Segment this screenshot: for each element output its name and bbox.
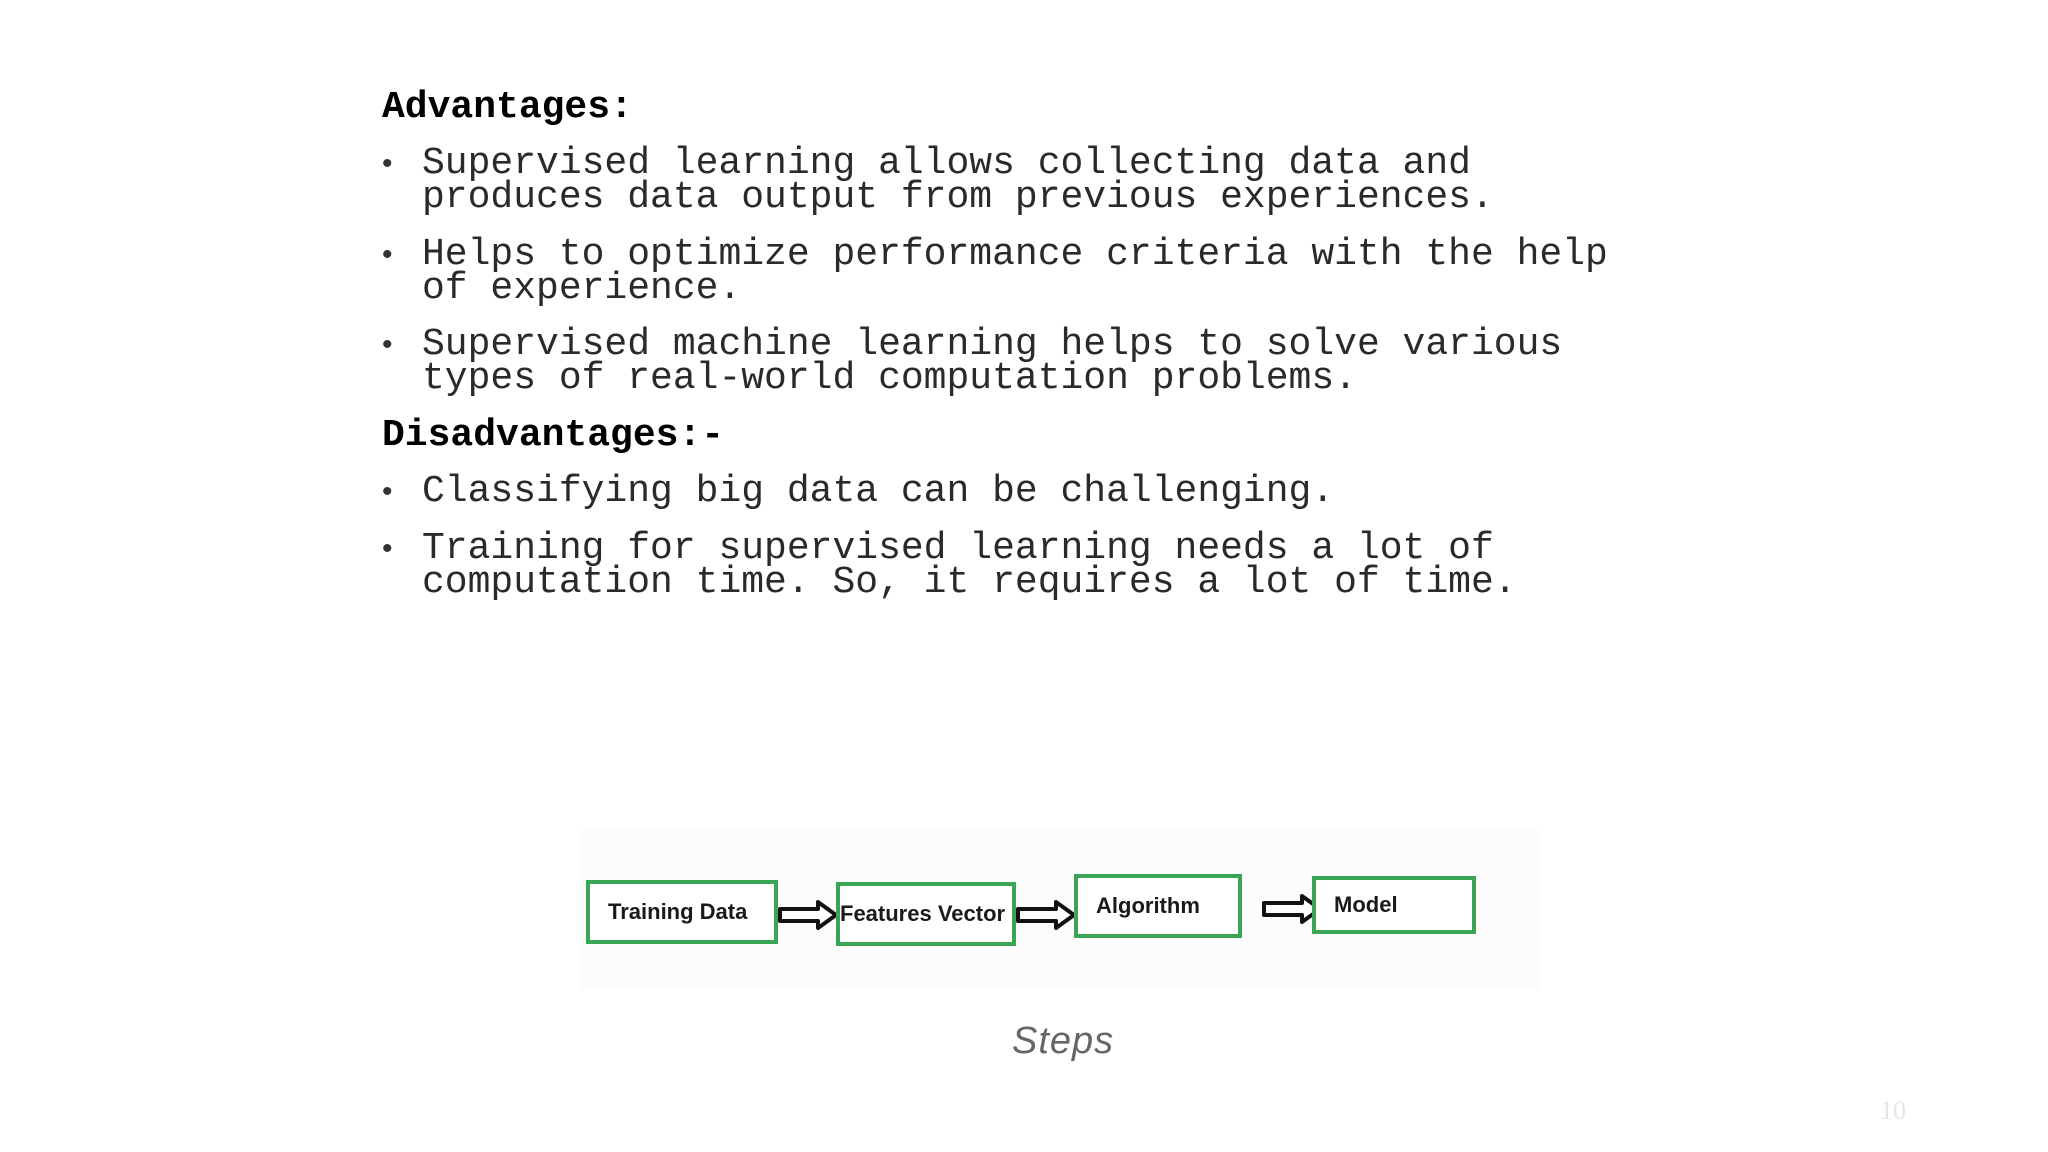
bullet-icon: • bbox=[382, 532, 393, 565]
disadvantage-item-line: Training for supervised learning needs a… bbox=[422, 527, 1494, 570]
arrow-right-icon bbox=[778, 900, 838, 930]
step-box-algorithm: Algorithm bbox=[1074, 874, 1242, 938]
bullet-icon: • bbox=[382, 147, 393, 180]
advantage-item-line: Supervised learning allows collecting da… bbox=[422, 142, 1471, 185]
steps-diagram: Training Data Features Vector Algorithm … bbox=[580, 830, 1540, 990]
advantage-item-line: types of real-world computation problems… bbox=[422, 357, 1357, 400]
bullet-icon: • bbox=[382, 475, 393, 508]
page-number: 10 bbox=[1880, 1096, 1906, 1125]
diagram-caption: Steps bbox=[1012, 1020, 1115, 1062]
advantage-item-line: of experience. bbox=[422, 267, 742, 310]
step-box-features-vector: Features Vector bbox=[836, 882, 1016, 946]
arrow-right-icon bbox=[1262, 894, 1322, 924]
step-label: Training Data bbox=[608, 899, 748, 924]
bullet-icon: • bbox=[382, 238, 393, 271]
step-label: Algorithm bbox=[1096, 893, 1200, 918]
advantages-heading: Advantages: bbox=[382, 86, 633, 129]
disadvantage-item-line: computation time. So, it requires a lot … bbox=[422, 561, 1517, 604]
advantage-item-line: Helps to optimize performance criteria w… bbox=[422, 233, 1608, 276]
disadvantages-heading: Disadvantages:- bbox=[382, 414, 725, 457]
step-label: Model bbox=[1334, 892, 1398, 917]
advantage-item-line: produces data output from previous exper… bbox=[422, 176, 1494, 219]
advantage-item-line: Supervised machine learning helps to sol… bbox=[422, 323, 1563, 366]
step-box-model: Model bbox=[1312, 876, 1476, 934]
bullet-icon: • bbox=[382, 328, 393, 361]
arrow-right-icon bbox=[1016, 900, 1076, 930]
step-label: Features Vector bbox=[840, 901, 1006, 926]
step-box-training-data: Training Data bbox=[586, 880, 778, 944]
disadvantage-item-line: Classifying big data can be challenging. bbox=[422, 470, 1335, 513]
